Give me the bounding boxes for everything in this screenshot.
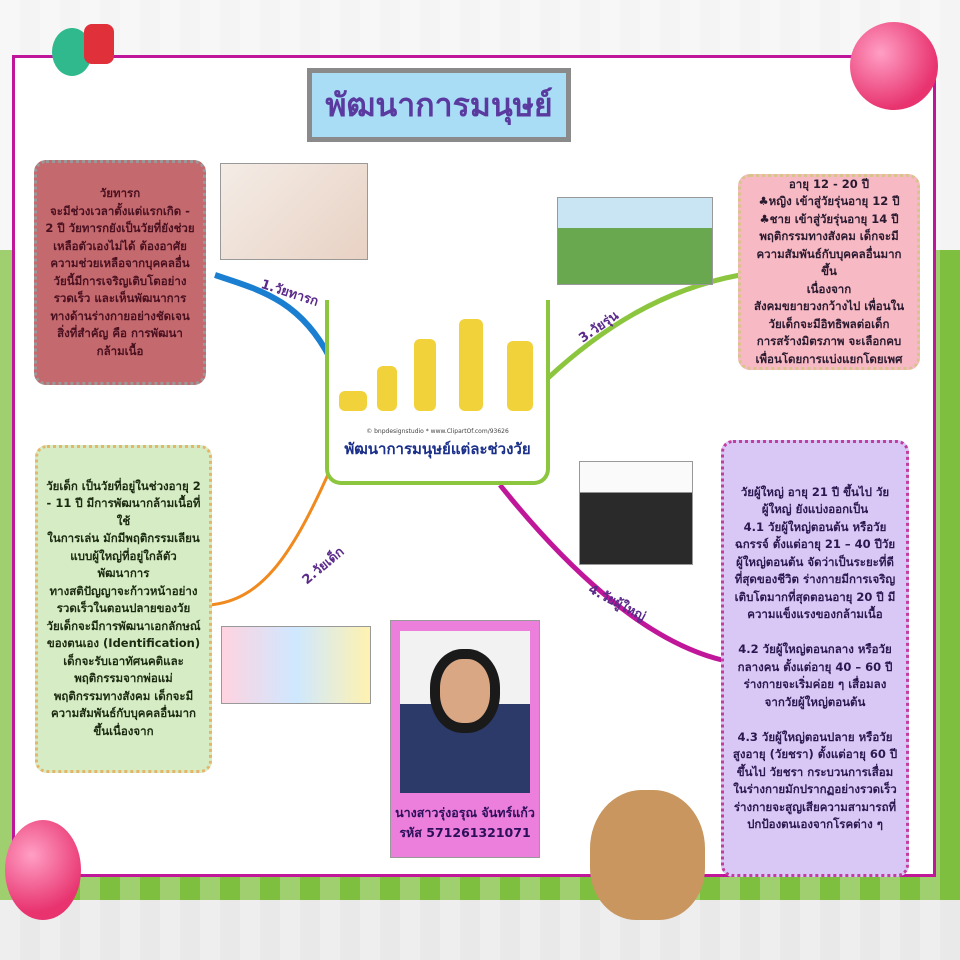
child-figure-icon [414,339,436,411]
teen-text: อายุ 12 - 20 ปี ♣หญิง เข้าสู่วัยรุ่นอายุ… [753,176,905,366]
infant-box: วัยทารก จะมีช่วงเวลาตั้งแต่แรกเกิด - 2 ป… [34,160,206,385]
teens-photo [557,197,713,285]
adult-figure-icon [459,319,483,411]
branch-line-2 [209,469,332,607]
teddy-bear-icon [590,790,705,920]
branch-line-4 [498,483,723,663]
author-id: รหัส 571261321071 [399,825,531,840]
pink-ball-decoration [5,820,81,920]
center-title: พัฒนาการมนุษย์แต่ละช่วงวัย [344,440,531,458]
image-credit: © bnpdesignstudio * www.ClipartOf.com/93… [366,428,509,435]
santa-icon [84,24,114,64]
adult-box: วัยผู้ใหญ่ อายุ 21 ปี ขึ้นไป วัยผู้ใหญ่ … [721,440,909,877]
elder-figure-icon [507,341,533,411]
adults-photo [579,461,693,565]
branch-line-1 [214,272,333,360]
author-card: นางสาวรุ่งอรุณ จันทร์แก้ว รหัส 571261321… [390,620,540,858]
branch-line-3 [546,272,741,380]
center-node: © bnpdesignstudio * www.ClipartOf.com/93… [325,300,550,485]
toddler-figure-icon [377,366,397,411]
teen-box: อายุ 12 - 20 ปี ♣หญิง เข้าสู่วัยรุ่นอายุ… [738,174,920,370]
author-face [440,659,490,723]
infant-text: วัยทารก จะมีช่วงเวลาตั้งแต่แรกเกิด - 2 ป… [45,186,195,358]
page-title: พัฒนาการมนุษย์ [307,68,571,142]
baby-figure-icon [339,391,367,411]
baby-photo [220,163,368,260]
children-photo [221,626,371,704]
child-box: วัยเด็ก เป็นวัยที่อยู่ในช่วงอายุ 2 - 11 … [35,445,212,773]
author-photo [400,631,530,793]
child-text: วัยเด็ก เป็นวัยที่อยู่ในช่วงอายุ 2 - 11 … [46,478,201,738]
author-name: นางสาวรุ่งอรุณ จันทร์แก้ว [395,805,535,820]
adult-text: วัยผู้ใหญ่ อายุ 21 ปี ขึ้นไป วัยผู้ใหญ่ … [732,484,898,832]
pink-ball-decoration [850,22,938,110]
